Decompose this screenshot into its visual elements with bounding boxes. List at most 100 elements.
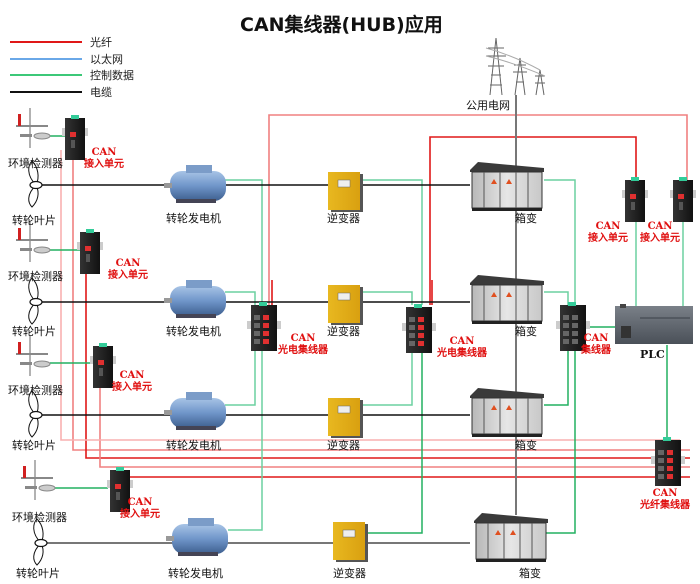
inverter-icon [328,285,363,325]
hub-label-line: CAN [583,333,609,344]
transformer-label: 箱变 [515,212,537,225]
generator-label: 转轮发电机 [168,567,223,580]
env-detector-label: 环境检测器 [12,511,67,524]
inverter-icon [328,172,363,212]
hub-label-line: CAN [449,336,475,347]
can-access-unit-icon [77,229,103,274]
fiber-line [99,380,690,468]
hub-label-line: 光纤集线器 [640,500,690,511]
access-unit-label: CAN 接入单元 [84,147,124,171]
box-transformer-icon [474,513,548,562]
env-detector-icon [16,108,51,148]
optoelectric-hub-label: CAN 光电集线器 [278,333,328,357]
generator-label: 转轮发电机 [166,212,221,225]
control-line [362,291,413,305]
hub-label-line: 光电集线器 [437,348,487,359]
blade-label: 转轮叶片 [16,567,60,580]
inverter-label: 逆变器 [333,567,366,580]
env-detector-icon [21,460,56,500]
legend-line-fiber [10,41,82,43]
hub-label-line: CAN [290,333,316,344]
env-detector-label: 环境检测器 [8,384,63,397]
blade-label: 转轮叶片 [12,439,56,452]
inverter-label: 逆变器 [327,212,360,225]
fiber-line [268,114,688,305]
access-unit-label-line: CAN [595,221,621,232]
control-line [544,350,569,406]
can-hub-icon [556,302,590,351]
inverter-icon [333,522,368,562]
turbine-blade-icon [33,518,48,566]
control-line [362,350,413,406]
legend-label: 以太网 [90,53,123,66]
control-line [362,350,423,534]
access-unit-label-line: 接入单元 [120,509,160,520]
access-unit-label-line: 接入单元 [108,270,148,281]
access-unit-label: CAN 接入单元 [120,497,160,521]
control-line [225,179,263,305]
inverter-label: 逆变器 [327,325,360,338]
can-access-unit-icon [62,115,88,160]
legend-label: 控制数据 [90,69,134,82]
env-detector-icon [16,222,51,262]
can-access-unit-icon [670,177,696,222]
control-line [362,179,423,305]
transformer-label: 箱变 [515,325,537,338]
control-line [228,350,263,531]
control-lines [50,135,684,534]
env-detector-label: 环境检测器 [8,270,63,283]
legend-label: 电缆 [90,86,112,99]
turbine-blade-icon [28,390,43,438]
access-unit-label-line: 接入单元 [112,382,152,393]
control-line [544,350,576,534]
power-tower-icon [485,37,546,96]
env-detector-label: 环境检测器 [8,157,63,170]
fiber-hub-icon [651,437,685,486]
optoelectric-hub-label: CAN 光电集线器 [437,336,487,360]
transformer-label: 箱变 [515,439,537,452]
fiber-hub-label: CAN 光纤集线器 [640,488,690,512]
hub-label-line: CAN [652,488,678,499]
page-title: CAN集线器(HUB)应用 [240,14,443,36]
can-access-unit-icon [107,467,133,512]
optoelectric-hub-icon [402,304,436,353]
control-line [544,179,576,305]
fiber-lines [60,114,690,478]
fiber-line [429,136,637,305]
inverter-icon [328,398,363,438]
turbine-blade-icon [28,277,43,325]
access-unit-label-line: CAN [91,147,117,158]
access-unit-label: CAN 接入单元 [588,221,628,245]
generator-label: 转轮发电机 [166,439,221,452]
legend-line-cable [10,91,82,93]
can-hub-label: CAN 集线器 [581,333,611,357]
control-line [225,350,256,406]
access-unit-label-line: CAN [647,221,673,232]
plc-label: PLC [640,348,665,361]
access-unit-label: CAN 接入单元 [108,258,148,282]
access-unit-label-line: CAN [127,497,153,508]
access-unit-label: CAN 接入单元 [640,221,680,245]
can-access-unit-icon [90,343,116,388]
legend-line-control [10,74,82,76]
control-line [544,291,569,305]
generator-icon [164,392,226,430]
can-access-unit-icon [622,177,648,222]
access-unit-label-line: 接入单元 [640,233,680,244]
blade-label: 转轮叶片 [12,325,56,338]
grid-label: 公用电网 [466,99,510,112]
box-transformer-icon [470,162,544,211]
control-line [225,291,256,305]
generator-icon [164,165,226,203]
fiber-line [85,270,690,459]
optoelectric-hub-icon [247,302,281,351]
legend-line-ethernet [10,58,82,60]
hub-label-line: 集线器 [581,345,611,356]
generator-icon [164,280,226,318]
access-unit-label-line: 接入单元 [84,159,124,170]
legend-label: 光纤 [90,36,112,49]
inverter-label: 逆变器 [327,439,360,452]
box-transformer-icon [470,275,544,324]
fiber-line [60,150,680,441]
